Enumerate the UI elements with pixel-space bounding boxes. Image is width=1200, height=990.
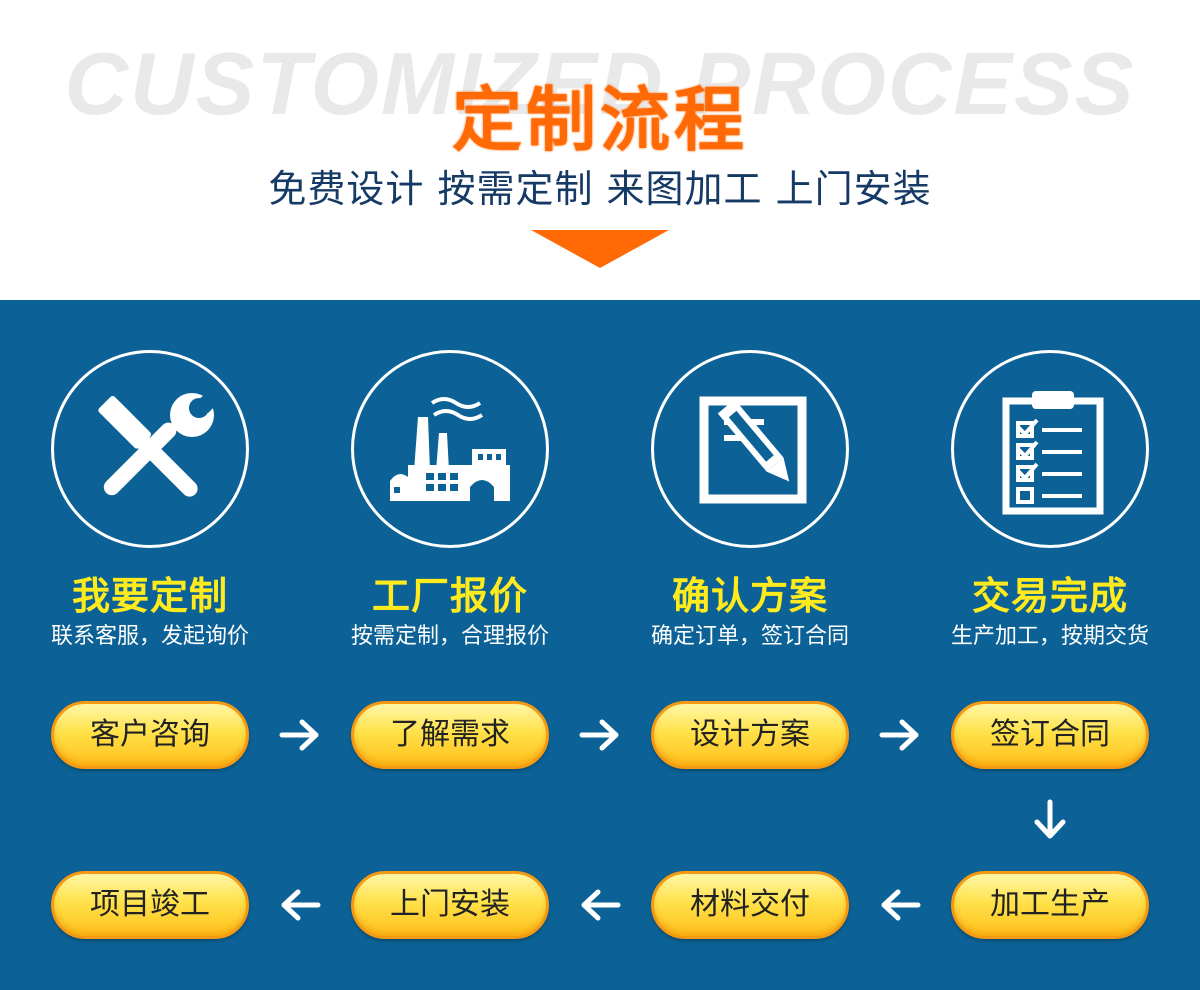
clipboard-checklist-icon	[1002, 391, 1104, 515]
step-3-title: 确认方案	[671, 574, 828, 618]
arrow-left-icon	[878, 888, 922, 922]
step-4-title: 交易完成	[971, 574, 1128, 618]
flow-step-design: 设计方案	[651, 701, 849, 769]
step-2-title: 工厂报价	[371, 574, 528, 618]
arrow-left-icon	[578, 888, 622, 922]
step-3-circle	[651, 350, 849, 548]
flow-step-delivery: 材料交付	[651, 871, 849, 939]
flow-step-contract: 签订合同	[951, 701, 1149, 769]
step-1-description: 联系客服，发起询价	[50, 624, 249, 649]
arrow-left-icon	[278, 888, 322, 922]
factory-icon	[390, 397, 510, 501]
document-pencil-icon	[699, 396, 807, 504]
page-subtitle: 免费设计 按需定制 来图加工 上门安装	[268, 167, 932, 211]
flow-step-consult: 客户咨询	[51, 701, 249, 769]
step-2-description: 按需定制，合理报价	[350, 624, 549, 649]
header-section: CUSTOMIZED PROCESS 定制流程 免费设计 按需定制 来图加工 上…	[0, 0, 1200, 300]
step-4-circle	[951, 350, 1149, 548]
down-triangle-icon	[531, 230, 669, 268]
step-3-description: 确定订单，签订合同	[650, 624, 849, 649]
flow-step-requirements: 了解需求	[351, 701, 549, 769]
step-1-circle	[51, 350, 249, 548]
flow-step-completion: 项目竣工	[51, 871, 249, 939]
flow-step-installation: 上门安装	[351, 871, 549, 939]
arrow-right-icon	[278, 718, 322, 752]
step-2-circle	[351, 350, 549, 548]
step-4-description: 生产加工，按期交货	[950, 624, 1149, 649]
hammer-wrench-icon	[98, 384, 226, 497]
flow-step-production: 加工生产	[951, 871, 1149, 939]
arrow-right-icon	[878, 718, 922, 752]
arrow-right-icon	[578, 718, 622, 752]
background-watermark-text: CUSTOMIZED PROCESS	[64, 34, 1136, 133]
page-title: 定制流程	[452, 79, 748, 161]
step-1-title: 我要定制	[71, 574, 228, 618]
arrow-down-icon	[1033, 798, 1067, 842]
